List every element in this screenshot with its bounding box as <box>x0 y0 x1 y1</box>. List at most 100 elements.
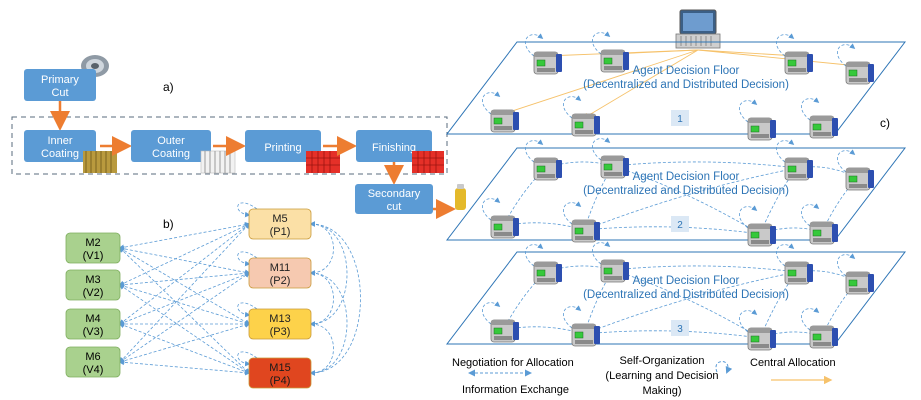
information-link <box>309 321 334 376</box>
red-cans-icon <box>306 151 340 173</box>
node-label: M2 <box>85 237 100 249</box>
machine-node-p: M13(P3) <box>248 308 312 340</box>
legend-information-label: Information Exchange <box>462 384 569 396</box>
floor-number: 3 <box>677 324 683 335</box>
legend-negotiation-label: Negotiation for Allocation <box>452 357 574 369</box>
outer-coating-label-2: Coating <box>152 148 190 160</box>
machine-agent-icon <box>845 61 875 85</box>
node-sublabel: (P1) <box>270 226 291 238</box>
self-organization-loop <box>837 253 856 277</box>
negotiation-link <box>118 222 251 364</box>
printing-label: Printing <box>264 142 301 154</box>
floor-plane <box>445 147 907 241</box>
floor-number: 2 <box>677 220 683 231</box>
primary-cut-box <box>24 69 96 101</box>
inner-coating-label-2: Coating <box>41 148 79 160</box>
machine-agent-icon <box>809 221 839 245</box>
machine-node-v: M6(V4) <box>65 346 121 378</box>
machine-agent-icon <box>845 271 875 295</box>
primary-cut-label-2: Cut <box>51 87 68 99</box>
machine-agent-icon <box>490 215 520 239</box>
machine-agent-icon <box>533 261 563 285</box>
self-organization-loop <box>801 203 820 227</box>
machine-agent-icon <box>809 115 839 139</box>
secondary-cut-label-1: Secondary <box>368 188 421 200</box>
gold-cans-icon <box>83 151 117 173</box>
node-box <box>65 346 121 378</box>
decision-floor: Agent Decision Floor(Decentralized and D… <box>445 137 907 247</box>
printing-box <box>245 130 321 162</box>
machine-node-v: M4(V3) <box>65 308 121 340</box>
outer-coating-box <box>131 130 211 162</box>
legend-self-org-label-2: (Learning and Decision <box>605 370 718 382</box>
self-organization-loop <box>563 305 582 329</box>
negotiation-link <box>118 322 251 375</box>
self-organization-loop <box>801 307 820 331</box>
node-sublabel: (V3) <box>83 326 104 338</box>
negotiation-link <box>118 247 251 325</box>
panel-b-links <box>118 202 361 376</box>
node-label: M6 <box>85 351 100 363</box>
information-link <box>309 221 361 376</box>
machine-agent-icon <box>600 259 630 283</box>
negotiation-link <box>118 271 251 326</box>
legend: Negotiation for Allocation Information E… <box>452 355 836 397</box>
self-organization-loop <box>525 33 544 57</box>
negotiation-link <box>582 270 799 336</box>
machine-agent-icon <box>533 51 563 75</box>
node-label: M4 <box>85 313 100 325</box>
node-label: M3 <box>85 274 100 286</box>
machine-node-p: M15(P4) <box>248 357 312 389</box>
self-organization-loop <box>482 301 501 325</box>
negotiation-link <box>118 270 251 288</box>
panel-b-label: b) <box>163 217 174 231</box>
information-link <box>309 270 334 327</box>
finishing-label: Finishing <box>372 142 416 154</box>
legend-central-label: Central Allocation <box>750 357 836 369</box>
negotiation-link <box>118 322 251 364</box>
central-allocation-arrow <box>501 49 699 116</box>
machine-agent-icon <box>571 219 601 243</box>
floor-title: Agent Decision Floor <box>633 275 740 287</box>
machine-agent-icon <box>784 51 814 75</box>
negotiation-link <box>582 166 799 232</box>
machine-node-p: M11(P2) <box>248 257 312 289</box>
legend-self-org-label-3: Making) <box>642 385 681 397</box>
self-organization-loop <box>837 149 856 173</box>
self-organization-loop <box>837 43 856 67</box>
machine-agent-icon <box>571 113 601 137</box>
machine-node-v: M2(V1) <box>65 232 121 264</box>
node-box <box>65 232 121 264</box>
self-organization-loop <box>563 201 582 225</box>
machine-agent-icon <box>784 261 814 285</box>
floor-number-badge <box>671 216 689 232</box>
self-organization-loop <box>776 139 795 163</box>
self-organization-loop <box>739 99 758 123</box>
machine-node-v: M3(V2) <box>65 269 121 301</box>
secondary-cut-label-2: cut <box>387 201 402 213</box>
machine-agent-icon <box>571 323 601 347</box>
information-link <box>309 270 348 376</box>
self-organization-loop <box>482 197 501 221</box>
node-label: M13 <box>269 313 290 325</box>
self-organization-loop <box>739 309 758 333</box>
central-allocation-arrow <box>697 49 799 59</box>
node-box <box>65 308 121 340</box>
panel-c: c) Agent Decision Floor(Decentralized an… <box>445 9 907 397</box>
node-sublabel: (P4) <box>270 375 291 387</box>
node-sublabel: (V4) <box>83 364 104 376</box>
node-sublabel: (V2) <box>83 287 104 299</box>
central-allocation-arrow <box>582 49 699 119</box>
machine-agent-icon <box>747 117 777 141</box>
machine-agent-icon <box>809 325 839 349</box>
node-sublabel: (P2) <box>270 275 291 287</box>
node-sublabel: (V1) <box>83 250 104 262</box>
node-box <box>248 257 312 289</box>
negotiation-link <box>118 223 251 325</box>
secondary-cut-box <box>355 184 433 214</box>
floor-subtitle: (Decentralized and Distributed Decision) <box>583 79 789 91</box>
negotiation-link <box>611 161 799 171</box>
self-organization-loop <box>525 139 544 163</box>
floor-subtitle: (Decentralized and Distributed Decision) <box>583 185 789 197</box>
